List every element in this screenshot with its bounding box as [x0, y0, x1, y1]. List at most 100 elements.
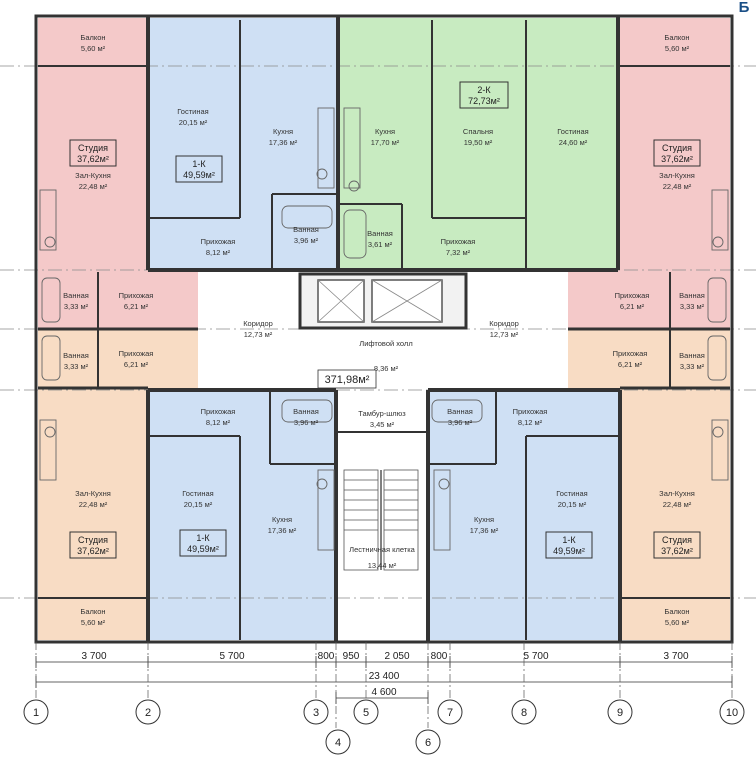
room-name: Гостиная	[556, 489, 587, 498]
room-area: 3,96 м²	[448, 418, 473, 427]
room-name: Ванная	[679, 351, 705, 360]
axis-label: 6	[425, 737, 431, 749]
axis-leaders	[35, 642, 733, 728]
room-name: Лифтовой холл	[359, 339, 412, 348]
room-area: 19,50 м²	[464, 138, 493, 147]
room-name: Прихожая	[613, 349, 648, 358]
unit-area: 37,62м²	[77, 546, 109, 556]
zone-studio-bottom-right-hall	[568, 330, 620, 388]
badge-studio-top-left[interactable]: Студия 37,62м²	[69, 139, 117, 167]
axis-label: 8	[521, 707, 527, 719]
badge-one-room-bottom-left[interactable]: 1-К 49,59м²	[179, 529, 227, 557]
room-name: Зал-Кухня	[75, 489, 111, 498]
room-name: Гостиная	[557, 127, 588, 136]
room-area: 22,48 м²	[79, 182, 108, 191]
dimension-labels: 3 700 5 700 800 950 2 050 800 5 700 3 70…	[81, 651, 688, 698]
axis-label: 5	[363, 707, 369, 719]
dim-segment: 2 050	[384, 651, 409, 662]
room-area: 8,12 м²	[206, 248, 231, 257]
zone-studio-top-right-hall	[568, 270, 730, 328]
room-area: 5,60 м²	[665, 44, 690, 53]
room-name: Лестничная клетка	[349, 545, 416, 554]
zone-one-room-bottom-right[interactable]	[428, 392, 620, 640]
room-area: 22,48 м²	[663, 500, 692, 509]
room-name: Ванная	[447, 407, 473, 416]
axis-labels: 1 2 3 4 5 6 7 8 9 10	[33, 707, 738, 749]
badge-studio-bottom-left[interactable]: Студия 37,62м²	[69, 531, 117, 559]
dim-segment: 950	[343, 651, 360, 662]
room-area: 17,70 м²	[371, 138, 400, 147]
room-area: 17,36 м²	[269, 138, 298, 147]
room-area: 5,60 м²	[81, 44, 106, 53]
room-area: 6,21 м²	[620, 302, 645, 311]
dim-segment: 3 700	[81, 651, 106, 662]
room-area: 5,60 м²	[81, 618, 106, 627]
room-name: Балкон	[664, 607, 689, 616]
room-name: Зал-Кухня	[75, 171, 111, 180]
room-fills	[38, 18, 730, 640]
room-area: 20,15 м²	[179, 118, 208, 127]
room-name: Прихожая	[201, 407, 236, 416]
room-name: Гостиная	[177, 107, 208, 116]
room-area: 3,33 м²	[680, 362, 705, 371]
room-name: Прихожая	[119, 291, 154, 300]
zone-two-room-top[interactable]	[338, 18, 618, 270]
axis-label: 4	[335, 737, 341, 749]
unit-area: 72,73м²	[468, 96, 500, 106]
room-area: 8,36 м²	[374, 364, 399, 373]
badge-one-room-bottom-right[interactable]: 1-К 49,59м²	[545, 531, 593, 559]
axis-label: 2	[145, 707, 151, 719]
room-area: 3,61 м²	[368, 240, 393, 249]
room-area: 20,15 м²	[558, 500, 587, 509]
room-name: Прихожая	[201, 237, 236, 246]
unit-type: 1-К	[192, 159, 206, 169]
zone-studio-bottom-left[interactable]	[38, 330, 148, 640]
axis-label: 3	[313, 707, 319, 719]
axis-label: 7	[447, 707, 453, 719]
room-area: 3,33 м²	[64, 362, 89, 371]
stairwell	[343, 469, 419, 571]
room-name: Коридор	[243, 319, 273, 328]
room-area: 13,44 м²	[368, 561, 397, 570]
room-name: Ванная	[63, 351, 89, 360]
walls	[34, 14, 734, 644]
elevator-shafts	[298, 272, 468, 330]
badge-studio-top-right[interactable]: Студия 37,62м²	[653, 139, 701, 167]
room-name: Прихожая	[119, 349, 154, 358]
unit-type: Студия	[662, 535, 692, 545]
room-name: Гостиная	[182, 489, 213, 498]
unit-area: 37,62м²	[77, 154, 109, 164]
room-name: Прихожая	[615, 291, 650, 300]
unit-area: 37,62м²	[661, 546, 693, 556]
unit-area: 49,59м²	[553, 546, 585, 556]
room-area: 17,36 м²	[470, 526, 499, 535]
room-name: Прихожая	[441, 237, 476, 246]
badge-studio-bottom-right[interactable]: Студия 37,62м²	[653, 531, 701, 559]
badge-one-room-top[interactable]: 1-К 49,59м²	[175, 155, 223, 183]
room-area: 3,33 м²	[680, 302, 705, 311]
badge-two-room-top[interactable]: 2-К 72,73м²	[459, 81, 509, 109]
room-name: Балкон	[80, 33, 105, 42]
axis-label: 10	[726, 707, 738, 719]
room-area: 6,21 м²	[618, 360, 643, 369]
dim-overall: 23 400	[369, 671, 400, 682]
dim-segment: 5 700	[219, 651, 244, 662]
room-area: 3,96 м²	[294, 418, 319, 427]
room-name: Балкон	[664, 33, 689, 42]
room-name: Прихожая	[513, 407, 548, 416]
room-area: 20,15 м²	[184, 500, 213, 509]
room-area: 22,48 м²	[663, 182, 692, 191]
zone-studio-bottom-right[interactable]	[620, 330, 730, 640]
total-area: 371,98м²	[325, 374, 370, 386]
unit-type: Студия	[78, 143, 108, 153]
fixtures	[39, 107, 729, 551]
room-name: Спальня	[463, 127, 493, 136]
room-area: 3,33 м²	[64, 302, 89, 311]
apartment-badges: Студия 37,62м² 1-К 49,59м² 2-К 72,73м² С…	[69, 81, 701, 559]
room-area: 6,21 м²	[124, 302, 149, 311]
zone-one-room-bottom-left[interactable]	[148, 392, 336, 640]
unit-area: 49,59м²	[183, 170, 215, 180]
room-area: 24,60 м²	[559, 138, 588, 147]
dim-segment: 3 700	[663, 651, 688, 662]
